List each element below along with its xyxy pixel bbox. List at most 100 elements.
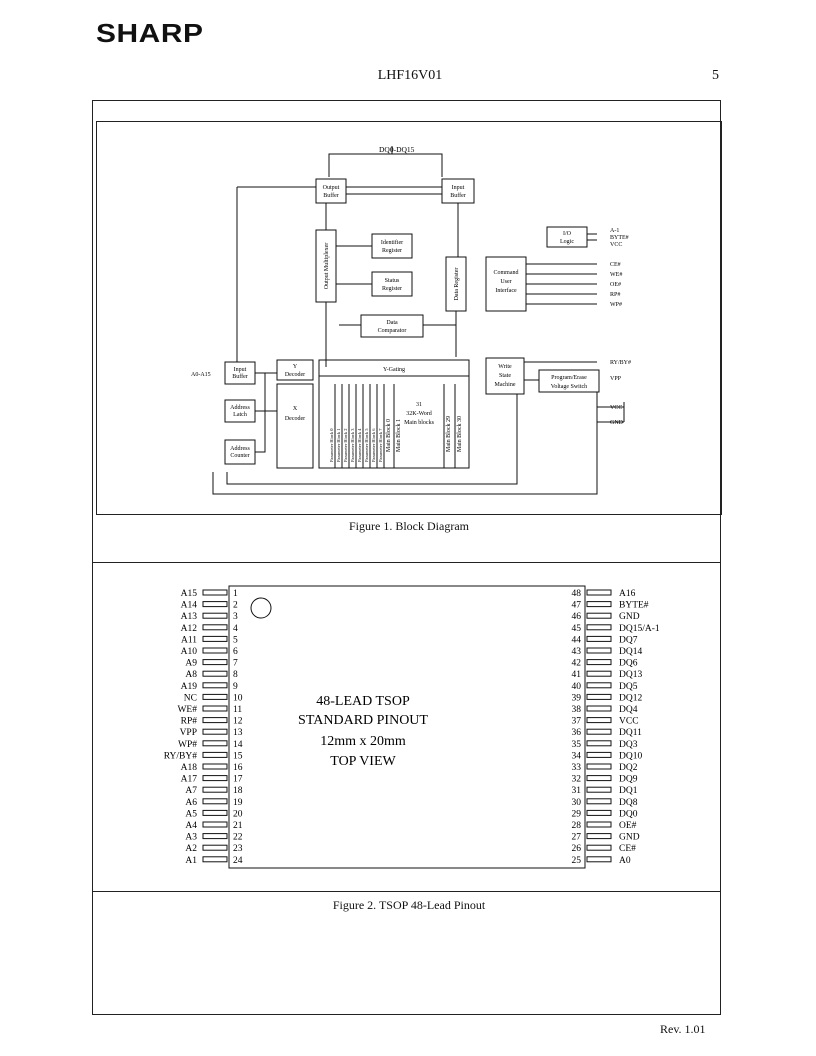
cui-l2: User [500, 279, 511, 285]
pin-number-right: 48 [572, 589, 582, 599]
pin-lead-left [202, 775, 228, 782]
pin-number-right: 44 [572, 635, 582, 645]
pin-number-right: 34 [572, 751, 582, 761]
pin-number-right: 29 [572, 809, 582, 819]
status-register-l2: Register [382, 286, 402, 292]
main-blocks-l2: 32K-Word [406, 411, 432, 417]
pin-name-right: DQ2 [619, 763, 638, 773]
pin-number-right: 41 [572, 670, 582, 680]
sig-wp: WP# [610, 302, 622, 308]
pin-number-right: 25 [572, 856, 582, 866]
pin-lead-right [586, 647, 612, 654]
pin-number-left: 1 [233, 589, 238, 599]
pin-name-left: A11 [181, 635, 197, 645]
pin-lead-left [202, 682, 228, 689]
pin-lead-right [586, 682, 612, 689]
pin-name-right: DQ8 [619, 798, 638, 808]
io-logic-l1: I/O [563, 231, 572, 237]
x-decoder-l1: X [293, 406, 298, 412]
pin-number-right: 39 [572, 693, 582, 703]
center-line-4: TOP VIEW [330, 754, 396, 769]
pin-name-right: DQ6 [619, 659, 638, 669]
addr-input-buffer-l1: Input [234, 367, 247, 373]
main-block-29: Main Block 29 [446, 416, 452, 452]
pin-lead-right [586, 821, 612, 828]
main-blocks-l3: Main blocks [404, 420, 434, 426]
param-block-6: Parameter Block 6 [371, 428, 376, 462]
pin-number-left: 20 [233, 809, 243, 819]
pin-number-right: 35 [572, 740, 582, 750]
pin-name-right: GND [619, 612, 640, 622]
address-latch-l1: Address [230, 405, 250, 411]
pin-lead-left [202, 821, 228, 828]
input-buffer-l1: Input [452, 185, 465, 191]
wsm-l1: Write [498, 364, 512, 370]
sig-gnd: GND [610, 420, 624, 426]
pin-lead-right [586, 717, 612, 724]
x-decoder-l2: Decoder [285, 416, 305, 422]
bus-label: DQ0-DQ15 [379, 145, 415, 154]
block-diagram-box: DQ0-DQ15 Output Buffer Input Buffer I/O … [96, 121, 722, 515]
pin-number-right: 26 [572, 844, 582, 854]
block-diagram: DQ0-DQ15 Output Buffer Input Buffer I/O … [191, 145, 631, 495]
sig-rp: RP# [610, 292, 620, 298]
tsop-pinout: 48-LEAD TSOP STANDARD PINOUT 12mm x 20mm… [164, 585, 660, 869]
status-register-l1: Status [385, 278, 400, 284]
param-block-5: Parameter Block 5 [364, 428, 369, 462]
pin-name-left: RY/BY# [164, 751, 198, 761]
sig-vcc-io: VCC [610, 242, 622, 248]
pin-number-left: 9 [233, 682, 238, 692]
pin-number-right: 37 [572, 717, 582, 727]
pin-name-left: VPP [180, 728, 197, 738]
pin-name-left: A13 [181, 612, 198, 622]
pin-lead-right [586, 740, 612, 747]
main-block-0: Main Block 0 [386, 419, 392, 452]
page-frame [92, 100, 721, 1015]
pin-name-right: DQ5 [619, 682, 638, 692]
pin-number-right: 33 [572, 763, 582, 773]
pin-number-left: 16 [233, 763, 243, 773]
pin-number-right: 42 [572, 659, 582, 669]
pin-lead-right [586, 728, 612, 735]
pin-lead-left [202, 740, 228, 747]
wsm-l2: State [499, 373, 511, 379]
pin-name-right: DQ13 [619, 670, 642, 680]
pin-name-left: A1 [185, 856, 197, 866]
pin-number-left: 13 [233, 728, 243, 738]
cui-l3: Interface [495, 287, 517, 294]
pin-lead-left [202, 833, 228, 840]
pin-name-left: NC [184, 693, 197, 703]
pin-lead-right [586, 775, 612, 782]
pin-number-right: 38 [572, 705, 582, 715]
address-counter-l1: Address [230, 446, 250, 452]
io-logic-l2: Logic [560, 239, 574, 245]
pin-number-left: 15 [233, 751, 243, 761]
pin-name-right: DQ11 [619, 728, 642, 738]
pin-number-left: 22 [233, 833, 243, 843]
pin-number-left: 4 [233, 624, 238, 634]
y-decoder-l1: Y [293, 364, 298, 370]
pin-name-left: WE# [177, 705, 197, 715]
pin-name-left: A15 [181, 589, 198, 599]
pin-name-right: DQ4 [619, 705, 638, 715]
pin-lead-left [202, 798, 228, 805]
pin-lead-left [202, 624, 228, 631]
sig-vcc: VCC [610, 405, 622, 411]
address-latch-l2: Latch [233, 412, 247, 418]
sig-oe: OE# [610, 282, 621, 288]
pin-name-left: A14 [181, 601, 198, 611]
pin-name-left: A8 [185, 670, 197, 680]
sig-we: WE# [610, 272, 622, 278]
pin-lead-right [586, 786, 612, 793]
pin-number-right: 40 [572, 682, 582, 692]
sig-vpp: VPP [610, 376, 622, 382]
center-line-3: 12mm x 20mm [320, 734, 406, 749]
data-register-label: Data Register [454, 268, 460, 301]
param-block-2: Parameter Block 2 [343, 429, 348, 463]
pin-number-right: 43 [572, 647, 582, 657]
center-line-1: 48-LEAD TSOP [316, 694, 410, 709]
pin-name-left: WP# [178, 740, 197, 750]
figure2-caption: Figure 2. TSOP 48-Lead Pinout [332, 898, 486, 912]
pin-name-left: A4 [185, 821, 197, 831]
pin-name-right: DQ9 [619, 775, 638, 785]
